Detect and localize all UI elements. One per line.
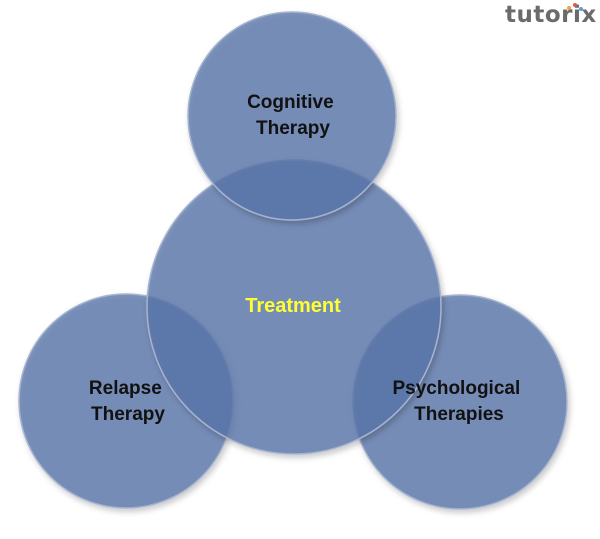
tutorix-logo: tutorix (505, 2, 597, 28)
node-left-line-2: Therapy (91, 404, 165, 425)
circle-top (187, 11, 397, 221)
logo-text: tutorix (505, 2, 597, 28)
center-label: Treatment (245, 295, 341, 317)
logo-dot-red-icon (573, 3, 577, 7)
node-left-line-1: Relapse (89, 378, 162, 399)
node-right-label: Psychological Therapies (392, 378, 525, 425)
node-right-line-1: Psychological (392, 378, 520, 399)
node-top-line-2: Therapy (256, 118, 330, 139)
logo-dot-orange-icon (567, 6, 571, 10)
logo-dot-blue-icon (579, 7, 583, 11)
node-top-label: Cognitive Therapy (247, 92, 339, 139)
node-right-line-2: Therapies (414, 404, 504, 425)
node-left-label: Relapse Therapy (89, 378, 167, 425)
node-top-line-1: Cognitive (247, 92, 334, 113)
